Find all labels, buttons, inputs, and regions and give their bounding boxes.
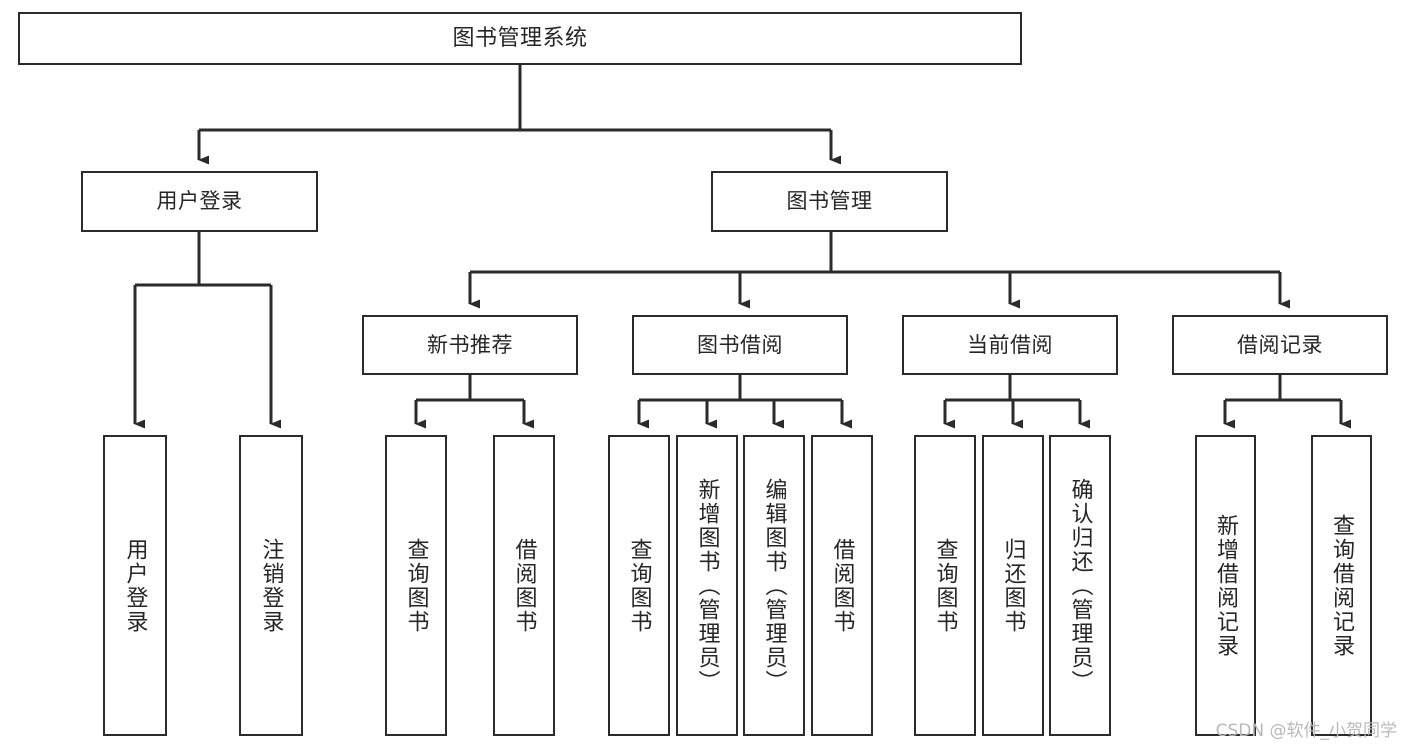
node-label: 图书管理 <box>786 189 873 214</box>
node-label: 新增图书（管理员） <box>694 477 720 694</box>
node-label: 借阅图书 <box>829 537 855 634</box>
node-label: 编辑图书（管理员） <box>761 477 787 694</box>
node-leaf-return-book[interactable]: 归还图书 <box>982 435 1044 736</box>
node-label: 查询图书 <box>932 537 958 634</box>
node-label: 确认归还（管理员） <box>1067 477 1093 694</box>
node-root-book-management-system[interactable]: 图书管理系统 <box>18 12 1022 65</box>
node-leaf-add-book[interactable]: 新增图书（管理员） <box>676 435 738 736</box>
node-label: 用户登录 <box>156 189 243 214</box>
node-leaf-query-record[interactable]: 查询借阅记录 <box>1311 435 1372 736</box>
node-leaf-query-book-2[interactable]: 查询图书 <box>608 435 670 736</box>
node-label: 注销登录 <box>258 537 284 634</box>
node-label: 图书管理系统 <box>452 25 588 51</box>
node-leaf-confirm-return[interactable]: 确认归还（管理员） <box>1049 435 1111 736</box>
node-leaf-query-book-3[interactable]: 查询图书 <box>914 435 976 736</box>
node-label: 借阅记录 <box>1237 332 1323 357</box>
node-label: 查询图书 <box>403 537 429 634</box>
node-book-borrow[interactable]: 图书借阅 <box>632 315 848 375</box>
node-label: 归还图书 <box>1000 537 1026 634</box>
node-leaf-add-record[interactable]: 新增借阅记录 <box>1195 435 1256 736</box>
node-label: 查询借阅记录 <box>1329 513 1355 658</box>
node-borrow-record[interactable]: 借阅记录 <box>1172 315 1388 375</box>
node-label: 图书借阅 <box>697 332 783 357</box>
node-label: 用户登录 <box>122 537 148 634</box>
node-current-borrow[interactable]: 当前借阅 <box>902 315 1118 375</box>
node-new-book-recommend[interactable]: 新书推荐 <box>362 315 578 375</box>
node-leaf-query-book-1[interactable]: 查询图书 <box>385 435 447 736</box>
node-label: 新书推荐 <box>427 332 513 357</box>
node-leaf-borrow-book-1[interactable]: 借阅图书 <box>493 435 555 736</box>
node-label: 借阅图书 <box>511 537 537 634</box>
node-leaf-logout-login[interactable]: 注销登录 <box>239 435 303 736</box>
node-leaf-borrow-book-2[interactable]: 借阅图书 <box>811 435 873 736</box>
node-leaf-edit-book[interactable]: 编辑图书（管理员） <box>743 435 805 736</box>
node-user-login[interactable]: 用户登录 <box>81 171 318 232</box>
node-label: 新增借阅记录 <box>1213 513 1239 658</box>
node-book-management[interactable]: 图书管理 <box>711 171 948 232</box>
node-label: 查询图书 <box>626 537 652 634</box>
csdn-watermark: CSDN @软件_小贺同学 <box>1215 721 1397 741</box>
node-label: 当前借阅 <box>967 332 1053 357</box>
node-leaf-user-login[interactable]: 用户登录 <box>103 435 167 736</box>
